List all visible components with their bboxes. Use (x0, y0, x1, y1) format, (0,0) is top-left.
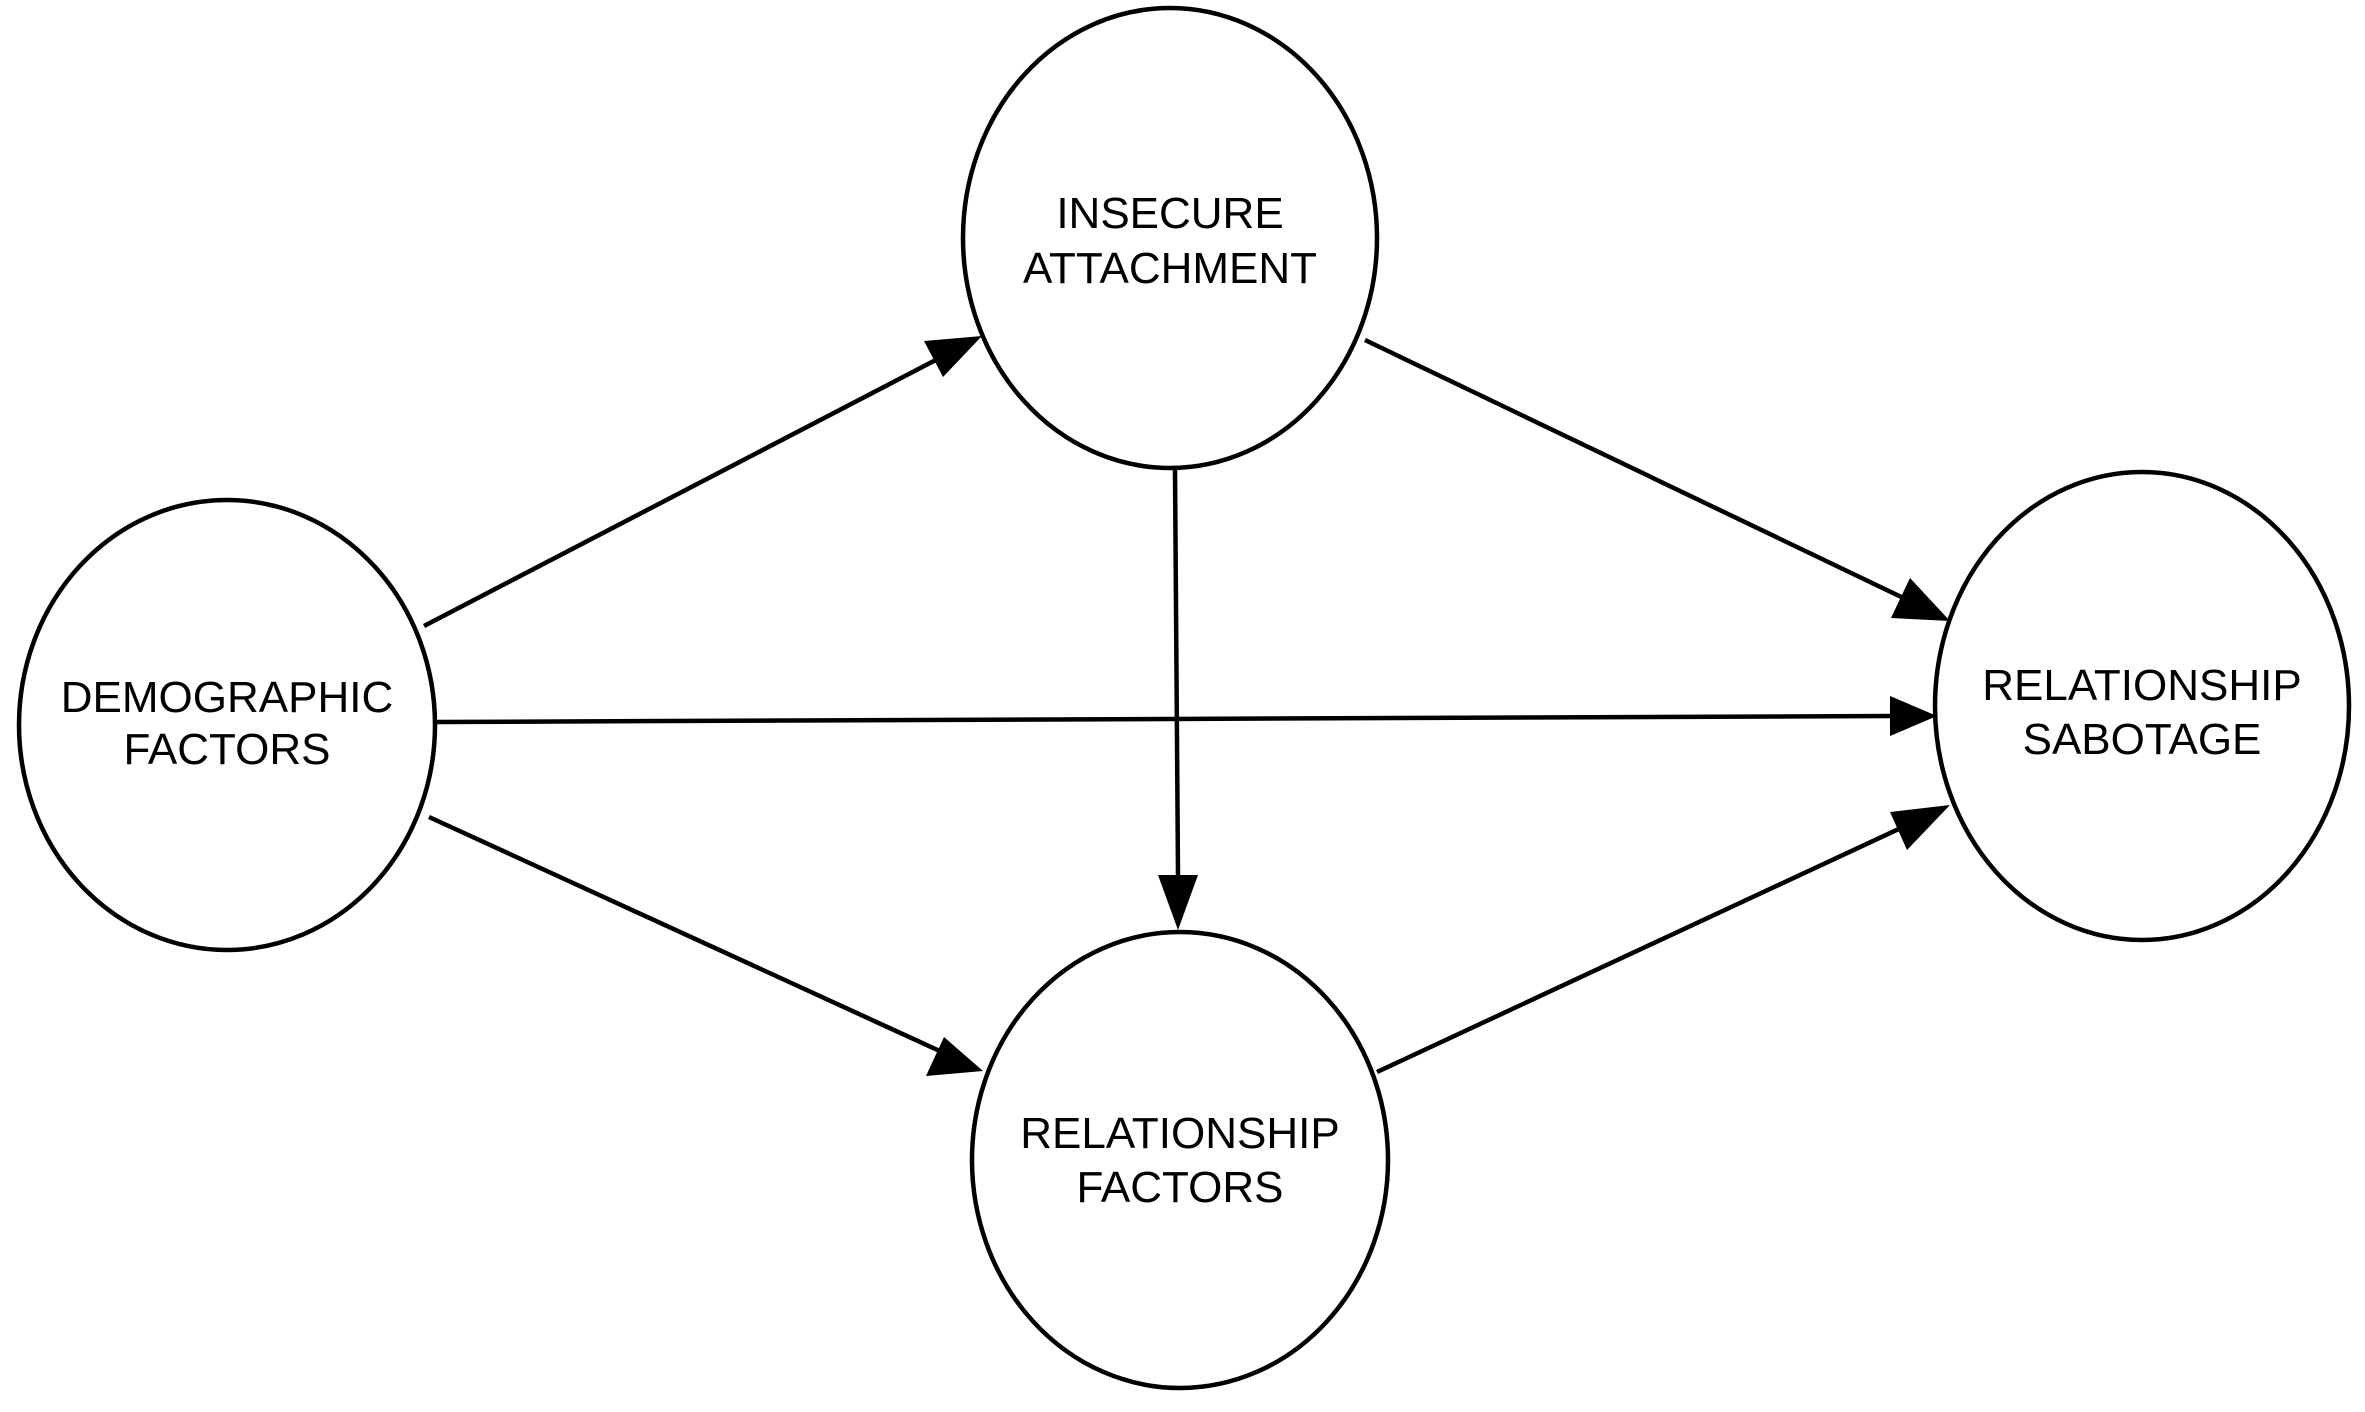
node-label-line: FACTORS (123, 725, 330, 774)
arrowhead-icon (1158, 875, 1198, 930)
node-label-line: DEMOGRAPHIC (61, 673, 393, 722)
node-insecure-attachment: INSECURE ATTACHMENT (960, 5, 1380, 471)
node-label-line: RELATIONSHIP (1020, 1109, 1339, 1158)
edge-insecure-to-sabotage (1364, 337, 1950, 621)
edge-insecure-to-relationship-factors (1158, 469, 1198, 930)
edge-relationship-factors-to-sabotage (1376, 805, 1950, 1075)
nodes-group: DEMOGRAPHIC FACTORS INSECURE ATTACHMENT … (16, 5, 2352, 1391)
arrowhead-icon (1890, 696, 1937, 736)
arrowhead-icon (924, 336, 982, 377)
node-label-line: FACTORS (1076, 1163, 1283, 1212)
arrowhead-icon (1891, 578, 1950, 621)
node-relationship-factors: RELATIONSHIP FACTORS (969, 929, 1391, 1391)
arrowhead-icon (926, 1037, 983, 1076)
edge-demographic-to-relationship-factors (428, 814, 983, 1076)
node-label-line: RELATIONSHIP (1982, 661, 2301, 710)
node-demographic-factors: DEMOGRAPHIC FACTORS (16, 497, 438, 953)
edge-demographic-to-insecure (422, 336, 982, 628)
arrowhead-icon (1890, 805, 1950, 850)
node-relationship-sabotage: RELATIONSHIP SABOTAGE (1932, 469, 2352, 943)
node-label-line: SABOTAGE (2023, 715, 2262, 764)
edges-group (422, 336, 1950, 1076)
edge-demographic-to-sabotage (435, 696, 1937, 736)
node-label-line: INSECURE (1056, 189, 1283, 238)
node-label-line: ATTACHMENT (1023, 244, 1317, 293)
